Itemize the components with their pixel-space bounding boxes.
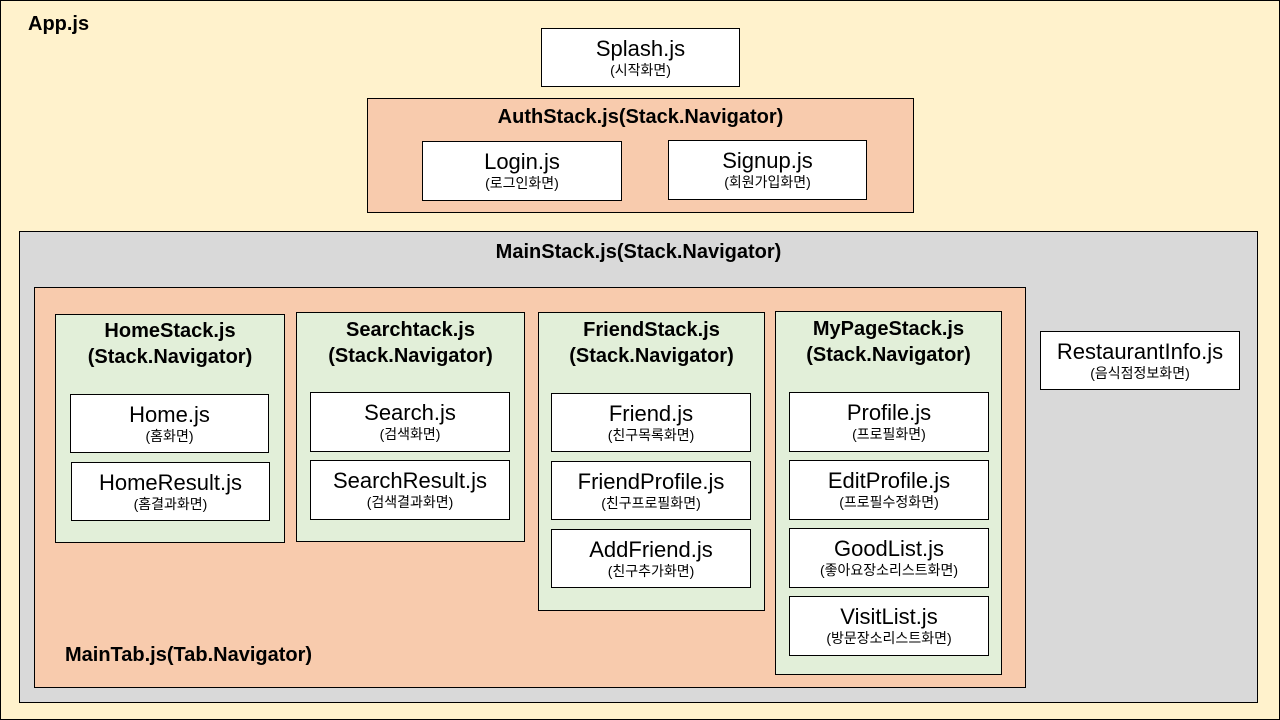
- splash-name: Splash.js: [595, 35, 686, 61]
- good-list-box: GoodList.js (좋아요장소리스트화면): [789, 528, 989, 588]
- visit-list-sub: (방문장소리스트화면): [826, 630, 952, 646]
- login-sub: (로그인화면): [485, 175, 559, 191]
- add-friend-box: AddFriend.js (친구추가화면): [551, 529, 751, 588]
- friend-box: Friend.js (친구목록화면): [551, 393, 751, 452]
- auth-stack-title: AuthStack.js(Stack.Navigator): [497, 106, 784, 128]
- add-friend-sub: (친구추가화면): [607, 562, 695, 579]
- restaurant-info-box: RestaurantInfo.js (음식점정보화면): [1040, 331, 1240, 390]
- app-label: App.js: [28, 13, 90, 35]
- home-stack-title-1: HomeStack.js: [104, 320, 236, 342]
- edit-profile-sub: (프로필수정화면): [839, 494, 939, 510]
- restaurant-info-sub: (음식점정보화면): [1090, 364, 1190, 381]
- home-box: Home.js (홈화면): [70, 394, 269, 453]
- profile-box: Profile.js (프로필화면): [789, 392, 989, 452]
- friend-profile-box: FriendProfile.js (친구프로필화면): [551, 461, 751, 520]
- add-friend-name: AddFriend.js: [589, 536, 713, 562]
- home-name: Home.js: [129, 401, 210, 427]
- home-result-box: HomeResult.js (홈결과화면): [71, 462, 270, 521]
- home-stack-title-2: (Stack.Navigator): [87, 346, 253, 368]
- good-list-sub: (좋아요장소리스트화면): [819, 562, 959, 578]
- home-result-sub: (홈결과화면): [133, 495, 208, 512]
- visit-list-name: VisitList.js: [840, 604, 938, 629]
- search-result-box: SearchResult.js (검색결과화면): [310, 460, 510, 520]
- mypage-stack-title-2: (Stack.Navigator): [806, 344, 971, 366]
- friend-name: Friend.js: [608, 400, 694, 426]
- search-result-sub: (검색결과화면): [366, 494, 454, 510]
- search-sub: (검색화면): [379, 426, 441, 442]
- search-name: Search.js: [364, 400, 456, 425]
- home-sub: (홈화면): [145, 427, 194, 444]
- search-stack-title-2: (Stack.Navigator): [328, 345, 493, 367]
- friend-profile-sub: (친구프로필화면): [601, 494, 701, 511]
- home-result-name: HomeResult.js: [98, 469, 243, 495]
- edit-profile-box: EditProfile.js (프로필수정화면): [789, 460, 989, 520]
- splash-box: Splash.js (시작화면): [541, 28, 740, 87]
- search-stack-title-1: Searchtack.js: [346, 319, 475, 341]
- good-list-name: GoodList.js: [833, 536, 945, 561]
- friend-stack-title-2: (Stack.Navigator): [569, 345, 734, 367]
- login-name: Login.js: [484, 149, 560, 174]
- main-tab-label: MainTab.js(Tab.Navigator): [65, 644, 313, 666]
- signup-sub: (회원가입화면): [724, 174, 811, 190]
- signup-box: Signup.js (회원가입화면): [668, 140, 867, 200]
- edit-profile-name: EditProfile.js: [827, 468, 951, 493]
- visit-list-box: VisitList.js (방문장소리스트화면): [789, 596, 989, 656]
- profile-name: Profile.js: [846, 400, 932, 425]
- friend-profile-name: FriendProfile.js: [577, 468, 725, 494]
- search-box: Search.js (검색화면): [310, 392, 510, 452]
- signup-name: Signup.js: [722, 148, 813, 173]
- search-result-name: SearchResult.js: [332, 468, 488, 493]
- login-box: Login.js (로그인화면): [422, 141, 622, 201]
- friend-stack-title-1: FriendStack.js: [583, 319, 720, 341]
- friend-sub: (친구목록화면): [607, 426, 695, 443]
- main-stack-title: MainStack.js(Stack.Navigator): [495, 241, 782, 263]
- splash-sub: (시작화면): [610, 61, 671, 78]
- profile-sub: (프로필화면): [852, 426, 926, 442]
- mypage-stack-title-1: MyPageStack.js: [812, 318, 965, 340]
- restaurant-info-name: RestaurantInfo.js: [1056, 338, 1224, 364]
